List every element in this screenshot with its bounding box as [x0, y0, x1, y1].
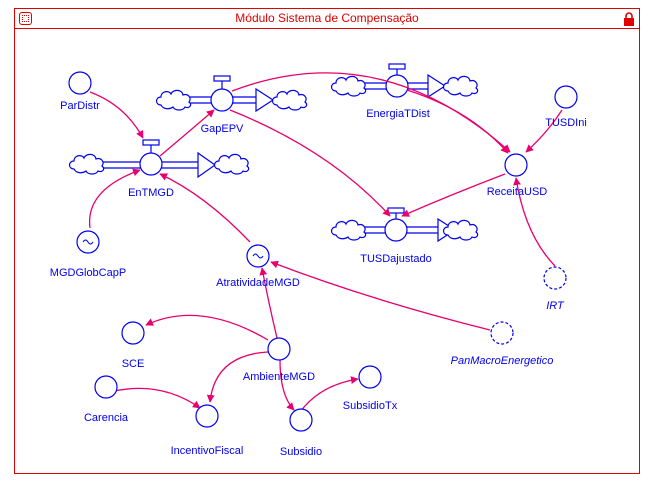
node-subsidiotx[interactable]	[358, 365, 382, 389]
label-pardistr: ParDistr	[60, 100, 100, 112]
link-irt-receita	[513, 177, 556, 267]
link-subsidio-subsidiotx	[299, 376, 359, 413]
link-ambiente-atrat	[259, 267, 278, 339]
flow-entmgd[interactable]	[68, 139, 250, 179]
link-gapepv-tusdaj	[229, 109, 391, 217]
label-sce: SCE	[122, 358, 145, 370]
link-energia-receita	[406, 89, 509, 154]
lock-icon[interactable]	[623, 12, 635, 26]
link-pardistr-entmgd	[89, 91, 144, 139]
node-receitausd[interactable]	[504, 153, 528, 177]
valve-energiatdist[interactable]	[385, 74, 409, 98]
node-tusdini[interactable]	[554, 85, 578, 109]
model-window: Módulo Sistema de Compensação	[14, 8, 640, 474]
valve-gapepv[interactable]	[210, 88, 234, 112]
link-carencia-incentivo	[109, 387, 201, 409]
node-panmacroenergetico[interactable]	[490, 321, 514, 345]
label-gapepv: GapEPV	[201, 123, 244, 135]
label-subsidio: Subsidio	[280, 446, 322, 458]
flow-tusdajustado[interactable]	[330, 207, 479, 243]
node-sce[interactable]	[121, 321, 145, 345]
label-panmacroenergetico: PanMacroEnergetico	[451, 355, 554, 367]
link-panmacro-atrat	[270, 260, 491, 331]
link-ambiente-subsidio	[279, 359, 295, 411]
node-ambientemgd[interactable]	[267, 337, 291, 361]
node-mgdglobcapp[interactable]	[76, 230, 100, 254]
valve-tusdajustado[interactable]	[384, 218, 408, 242]
node-atratividademgd[interactable]	[246, 244, 270, 268]
link-ambiente-sce	[145, 314, 269, 341]
link-mgdglob-entmgd	[88, 168, 141, 229]
label-energiatdist: EnergiaTDist	[366, 108, 430, 120]
label-mgdglobcapp: MGDGlobCapP	[50, 267, 126, 279]
link-tusdini-receita	[525, 109, 563, 153]
node-subsidio[interactable]	[289, 408, 313, 432]
link-ambiente-incentivo	[206, 351, 269, 403]
label-subsidiotx: SubsidioTx	[343, 400, 398, 412]
label-incentivofiscal: IncentivoFiscal	[171, 445, 244, 457]
flow-gapepv[interactable]	[155, 75, 308, 113]
label-atratividademgd: AtratividadeMGD	[216, 277, 300, 289]
node-carencia[interactable]	[94, 375, 118, 399]
label-entmgd: EnTMGD	[128, 187, 174, 199]
node-irt[interactable]	[543, 266, 567, 290]
label-ambientemgd: AmbienteMGD	[243, 371, 315, 383]
label-tusdini: TUSDIni	[545, 117, 587, 129]
window-title: Módulo Sistema de Compensação	[235, 11, 419, 25]
module-icon[interactable]	[19, 12, 32, 25]
flow-energiatdist[interactable]	[330, 63, 479, 99]
label-irt: IRT	[546, 300, 565, 312]
label-tusdajustado: TUSDajustado	[360, 253, 432, 265]
label-carencia: Carencia	[84, 412, 129, 424]
node-pardistr[interactable]	[68, 71, 92, 95]
valve-entmgd[interactable]	[139, 152, 163, 176]
label-receitausd: ReceitaUSD	[487, 186, 548, 198]
link-atrat-entmgd	[159, 173, 251, 243]
links	[88, 72, 563, 413]
title-bar: Módulo Sistema de Compensação	[15, 9, 639, 29]
node-incentivofiscal[interactable]	[195, 404, 219, 428]
link-receita-tusdaj	[401, 173, 506, 217]
link-entmgd-gapepv	[159, 109, 215, 157]
